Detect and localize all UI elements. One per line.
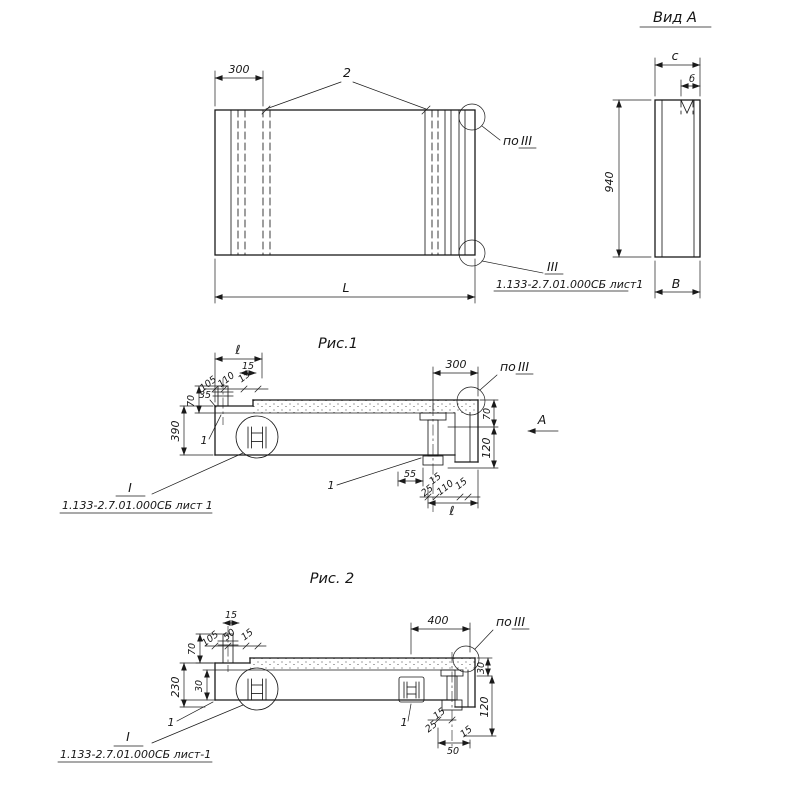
- fig2-po-label: по: [500, 359, 516, 374]
- fig2-dim-120: 120: [480, 438, 493, 459]
- fig3-detail-ref: 1.133-2.7.01.000СБ лист-1: [60, 748, 211, 761]
- fig3-po-label: по: [496, 614, 512, 629]
- fig2-section-num: III: [518, 359, 529, 374]
- fig3-right-dimensions: 400 по III 30 120 15 25 15 50 1: [401, 614, 530, 757]
- fig3-dim-230: 230: [169, 677, 182, 698]
- fig1-dimensions: 300 2 L: [214, 63, 476, 304]
- fig3-section-num: III: [514, 614, 525, 629]
- fig2-pos-1-right: 1: [328, 479, 335, 492]
- fig1-pos-2: 2: [343, 65, 351, 80]
- fig1-caption: Рис.1: [318, 336, 358, 352]
- fig2-detail-circle: I 1.133-2.7.01.000СБ лист 1: [59, 415, 279, 514]
- fig3-dim-15-r2: 15: [458, 724, 474, 740]
- fig2-view-arrow-label: А: [537, 412, 547, 427]
- fig2-dim-70-right: 70: [482, 408, 493, 420]
- fig3-dim-120: 120: [478, 697, 491, 718]
- fig3-left-anchor-bolt: [217, 626, 239, 672]
- fig3-right-anchor-bolt: [440, 652, 464, 748]
- fig2-dim-35: 35: [199, 390, 211, 401]
- view-a-dim-b: б: [689, 74, 695, 85]
- fig2-detail-ref: 1.133-2.7.01.000СБ лист 1: [62, 499, 213, 512]
- fig3-dim-30-right: 30: [476, 662, 487, 674]
- fig2-detail-mark: I: [128, 480, 132, 495]
- fig2-dim-15-top: 15: [242, 361, 254, 372]
- fig3-pos-1-left: 1: [168, 716, 175, 729]
- fig1-po-label: по: [503, 133, 519, 148]
- fig1-dim-300: 300: [229, 63, 250, 76]
- fig3-dim-50-bottom: 50: [447, 746, 459, 757]
- fig2-pos-1-left: 1: [201, 434, 208, 447]
- fig2-right-anchor-bolt: [419, 405, 447, 512]
- fig3-dim-30-left: 30: [194, 680, 205, 692]
- fig1-ref: 1.133-2.7.01.000СБ лист1: [496, 278, 643, 291]
- fig2-dim-15-r2: 15: [453, 476, 469, 492]
- fig2-left-anchor-bolt: [212, 378, 234, 425]
- fig1-section-num: III: [521, 133, 532, 148]
- fig2-dim-390: 390: [169, 421, 182, 442]
- fig1-section-callouts: по III III 1.133-2.7.01.000СБ лист1: [458, 103, 643, 292]
- fig3-section-linework: [214, 657, 476, 708]
- fig2-dim-300: 300: [446, 358, 467, 371]
- fig2-dim-55: 55: [404, 469, 416, 480]
- view-a-dim-B: В: [672, 276, 681, 291]
- fig2-dim-70-left: 70: [186, 395, 197, 407]
- fig3-detail-mark: I: [126, 729, 130, 744]
- fig3-dim-15-top: 15: [225, 610, 237, 621]
- fig1-panel-linework: [214, 105, 476, 256]
- view-a-dim-940: 940: [603, 172, 616, 193]
- fig1: 300 2 L по III III 1.133-2.7.01.000СБ ли…: [214, 63, 643, 352]
- fig2-dim-l-bottom: ℓ: [448, 503, 454, 518]
- fig2: I 1.133-2.7.01.000СБ лист 1 ℓ 15 105 110…: [59, 342, 559, 587]
- fig3-dim-400: 400: [428, 614, 449, 627]
- fig3-pos-1-right: 1: [401, 716, 408, 729]
- view-a-body: [654, 99, 701, 258]
- view-a-title: Вид А: [653, 10, 697, 26]
- view-a-dim-c: с: [672, 48, 679, 63]
- fig1-section-mark: III: [547, 259, 558, 274]
- fig3-detail-circle: I 1.133-2.7.01.000СБ лист-1: [57, 667, 279, 763]
- fig3-dim-15-chain: 15: [239, 627, 255, 643]
- fig1-dim-L: L: [343, 280, 350, 295]
- view-a: Вид А с б 940 В: [603, 10, 712, 299]
- fig2-left-dimensions: ℓ 15 105 110 15 35 70 390 1: [169, 342, 269, 456]
- fig3-fastener-plan-detail: [398, 676, 425, 703]
- view-a-dimensions: с б 940 В: [603, 48, 701, 299]
- fig3-dim-70: 70: [187, 643, 198, 655]
- fig3: I 1.133-2.7.01.000СБ лист-1 15 105 50 15…: [57, 610, 530, 763]
- fig2-section-linework: [214, 399, 479, 463]
- fig2-dim-110: 110: [216, 370, 237, 390]
- fig2-caption: Рис. 2: [310, 571, 355, 587]
- fig2-right-dimensions: 300 по III А 70 120 55 15 25: [328, 358, 559, 518]
- fig2-dim-l-top: ℓ: [234, 342, 240, 357]
